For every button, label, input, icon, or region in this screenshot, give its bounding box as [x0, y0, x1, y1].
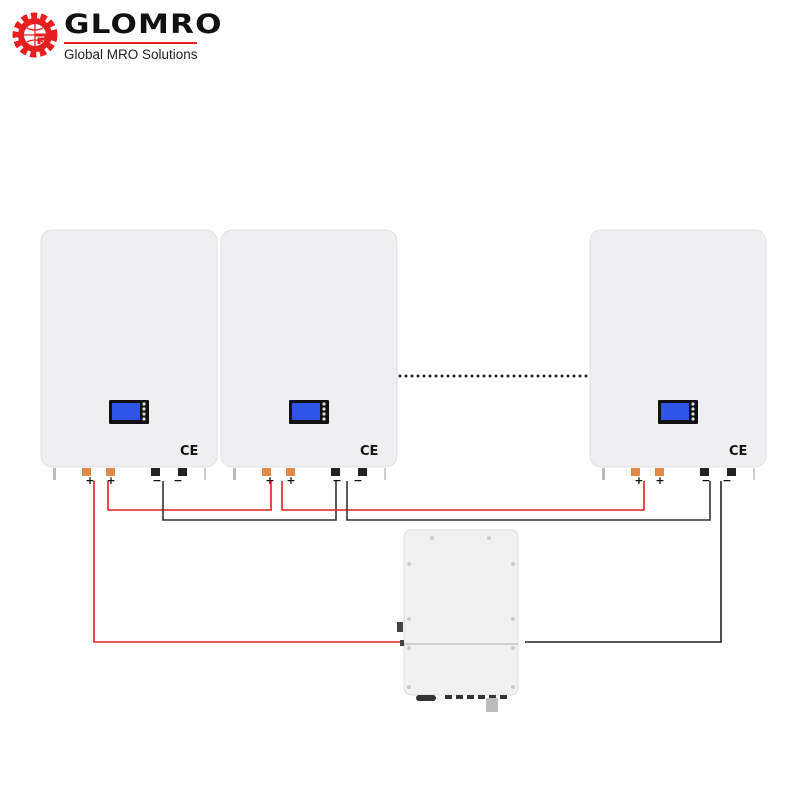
logo-rule	[64, 42, 197, 44]
positive-terminal	[286, 468, 295, 476]
negative-link-wire-2	[346, 481, 711, 521]
lcd-button	[691, 402, 695, 406]
battery-case	[220, 229, 398, 468]
negative-label: −	[152, 474, 161, 487]
handle	[204, 468, 206, 480]
lcd-button	[691, 412, 695, 416]
positive-label: +	[655, 474, 664, 487]
lcd-screen	[112, 403, 140, 420]
gear-globe-icon	[12, 12, 58, 58]
negative-terminal	[331, 468, 340, 476]
negative-label: −	[332, 474, 341, 487]
negative-link-wire-1	[162, 481, 337, 521]
logo-tagline: Global MRO Solutions	[64, 47, 198, 62]
positive-label: +	[286, 474, 295, 487]
negative-main-wire	[525, 481, 722, 643]
negative-label: −	[701, 474, 710, 487]
positive-link-wire-2	[281, 481, 645, 511]
battery-module: CE + + −−	[589, 229, 767, 487]
lcd-button	[142, 402, 146, 406]
handle	[602, 468, 605, 480]
positive-label: +	[106, 474, 115, 487]
battery-case	[40, 229, 218, 468]
positive-terminal	[82, 468, 91, 476]
logo: GLOMRO Global MRO Solutions	[64, 10, 222, 62]
negative-terminal	[358, 468, 367, 476]
battery-module: CE + + −−	[220, 229, 398, 487]
handle	[233, 468, 236, 480]
negative-terminal	[178, 468, 187, 476]
lcd-button	[142, 412, 146, 416]
positive-label: +	[265, 474, 274, 487]
positive-label: +	[85, 474, 94, 487]
lcd-button	[322, 417, 326, 421]
logo-brand: GLOMRO	[64, 9, 223, 40]
wiring	[93, 481, 722, 643]
battery-case	[589, 229, 767, 468]
lcd-button	[691, 407, 695, 411]
positive-label: +	[634, 474, 643, 487]
lcd-button	[322, 412, 326, 416]
negative-label: −	[722, 474, 731, 487]
ce-mark: CE	[729, 444, 747, 459]
hybrid-inverter	[397, 529, 519, 712]
negative-label: −	[173, 474, 182, 487]
lcd-button	[142, 407, 146, 411]
positive-terminal	[631, 468, 640, 476]
positive-terminal	[106, 468, 115, 476]
lcd-screen	[292, 403, 320, 420]
positive-link-wire-1	[107, 481, 272, 511]
lcd-button	[691, 417, 695, 421]
positive-terminal	[262, 468, 271, 476]
lcd-button	[142, 417, 146, 421]
lcd-screen	[661, 403, 689, 420]
negative-terminal	[700, 468, 709, 476]
lcd-button	[322, 402, 326, 406]
handle	[384, 468, 386, 480]
negative-terminal	[727, 468, 736, 476]
ce-mark: CE	[360, 444, 378, 459]
negative-terminal	[151, 468, 160, 476]
negative-label: −	[353, 474, 362, 487]
battery-module: CE + + −−	[40, 229, 218, 487]
positive-main-wire	[93, 481, 400, 643]
handle	[53, 468, 56, 480]
ce-mark: CE	[180, 444, 198, 459]
lcd-button	[322, 407, 326, 411]
positive-terminal	[655, 468, 664, 476]
handle	[753, 468, 755, 480]
